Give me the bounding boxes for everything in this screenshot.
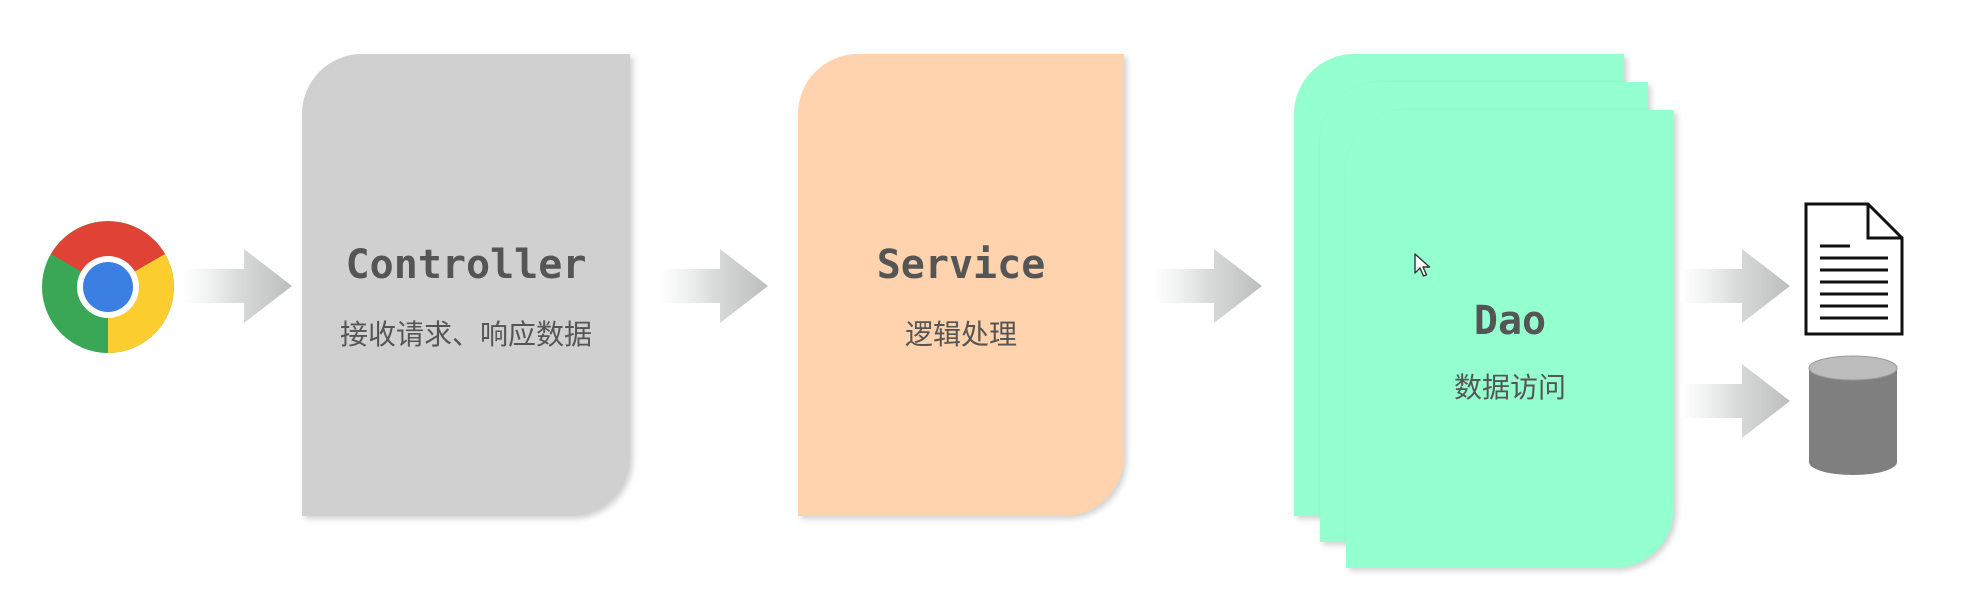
arrow-service-to-dao xyxy=(1152,249,1262,323)
dao-title: Dao xyxy=(1473,298,1547,344)
arrow-browser-to-controller xyxy=(182,249,292,323)
dao-card-front: Dao 数据访问 xyxy=(1346,110,1674,568)
database-icon xyxy=(1808,355,1898,475)
arrow-controller-to-service xyxy=(658,249,768,323)
arrow-dao-to-database xyxy=(1680,364,1790,438)
service-card: Service 逻辑处理 xyxy=(798,54,1124,516)
chrome-icon xyxy=(40,219,176,355)
service-title: Service xyxy=(876,242,1046,288)
dao-subtitle: 数据访问 xyxy=(1453,371,1566,404)
service-subtitle: 逻辑处理 xyxy=(904,318,1017,351)
document-icon xyxy=(1804,202,1904,336)
arrow-dao-to-document xyxy=(1680,249,1790,323)
controller-card: Controller 接收请求、响应数据 xyxy=(302,54,630,516)
mouse-pointer-icon xyxy=(1414,253,1431,277)
controller-subtitle: 接收请求、响应数据 xyxy=(339,318,592,351)
controller-title: Controller xyxy=(345,242,587,288)
